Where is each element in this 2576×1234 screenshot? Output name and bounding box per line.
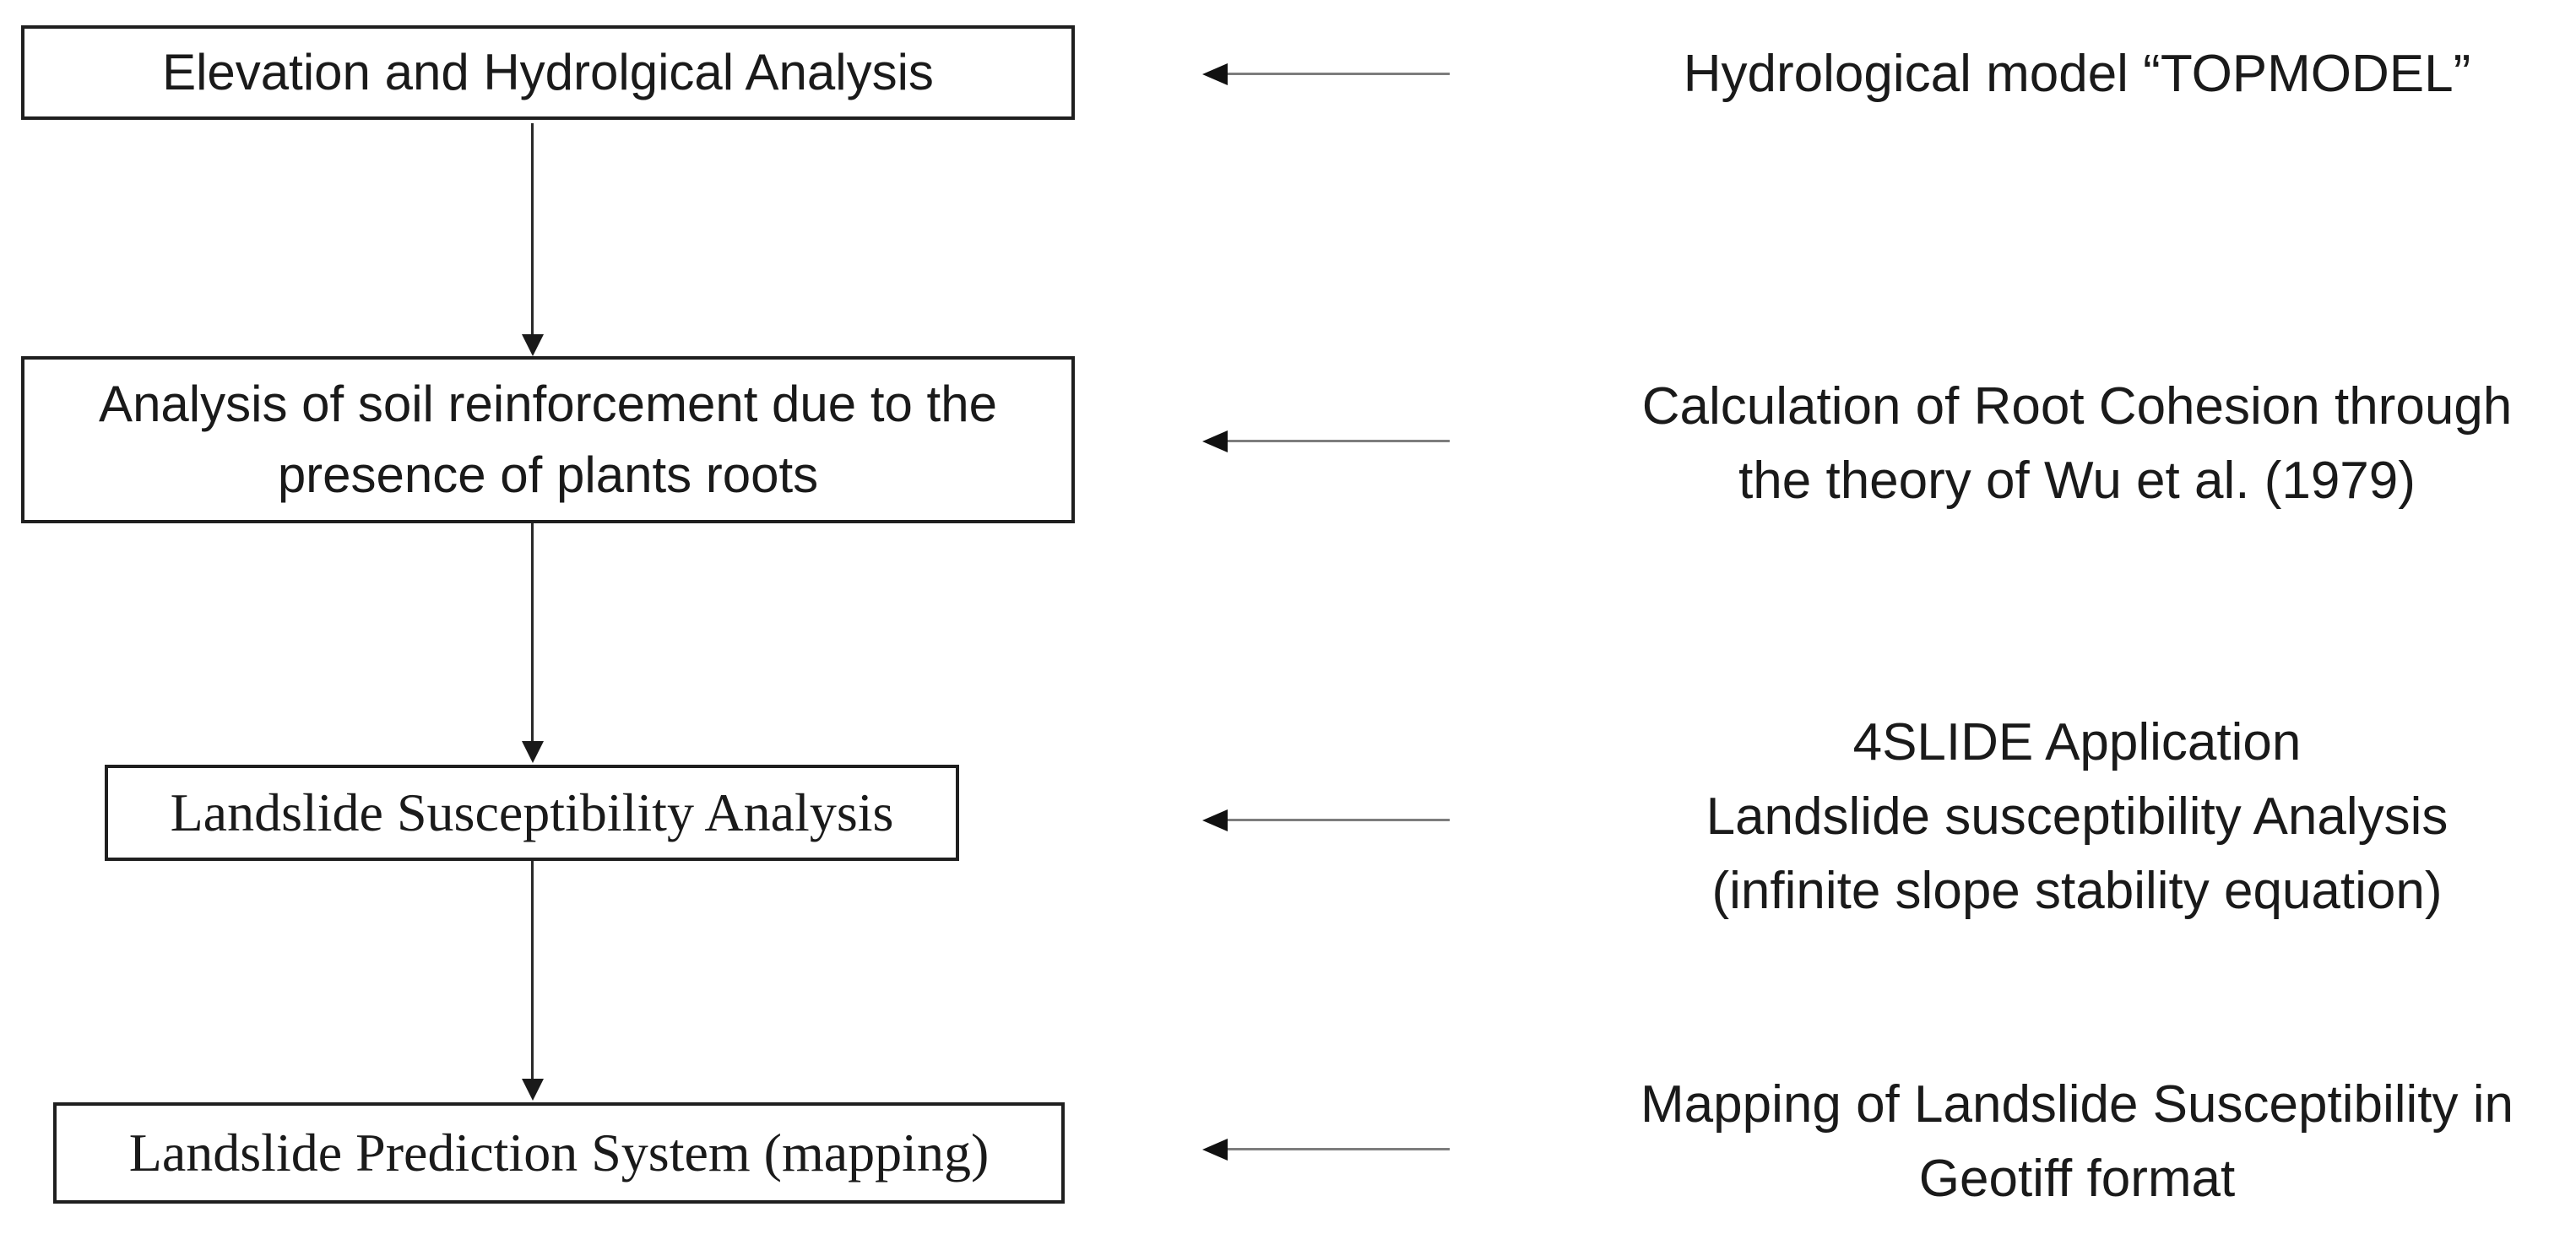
annotation-line: (infinite slope stability equation) [1711,862,2443,920]
connector-line-2 [531,523,534,741]
annotation-line: the theory of Wu et al. (1979) [1738,452,2416,510]
arrow-shaft [1226,73,1450,75]
annotation-line: Hydrological model “TOPMODEL” [1683,45,2471,103]
arrow-shaft [1226,819,1450,821]
annotation-root-cohesion: Calculation of Root Cohesion through the… [1554,370,2576,518]
connector-line-1 [531,123,534,336]
flow-box-label: Landslide Prediction System (mapping) [128,1123,990,1183]
flow-box-label: presence of plants roots [277,447,819,503]
arrow-left-icon [1202,63,1228,85]
flow-box-label: Landslide Susceptibility Analysis [170,782,894,842]
annotation-4slide-application: 4SLIDE Application Landslide susceptibil… [1554,706,2576,928]
flow-box-label: Elevation and Hydrolgical Analysis [162,44,934,100]
annotation-line: Landslide susceptibility Analysis [1706,787,2449,846]
arrow-left-icon [1202,430,1228,452]
arrow-shaft [1226,440,1450,442]
flow-box-soil-reinforcement-analysis: Analysis of soil reinforcement due to th… [21,356,1075,523]
arrow-left-icon [1202,809,1228,831]
annotation-line: Calculation of Root Cohesion through [1641,377,2513,436]
flow-box-landslide-prediction-system: Landslide Prediction System (mapping) [53,1102,1065,1204]
arrow-down-icon [522,334,544,356]
flow-box-label: Analysis of soil reinforcement due to th… [99,376,997,432]
annotation-geotiff-mapping: Mapping of Landslide Susceptibility in G… [1554,1068,2576,1216]
arrow-left-icon [1202,1139,1228,1161]
arrow-down-icon [522,741,544,763]
arrow-down-icon [522,1079,544,1101]
flow-box-landslide-susceptibility-analysis: Landslide Susceptibility Analysis [105,765,959,861]
connector-line-3 [531,861,534,1079]
annotation-line: Mapping of Landslide Susceptibility in [1641,1075,2514,1134]
arrow-shaft [1226,1148,1450,1150]
flow-box-elevation-hydrological-analysis: Elevation and Hydrolgical Analysis [21,25,1075,120]
annotation-line: Geotiff format [1918,1150,2236,1208]
annotation-line: 4SLIDE Application [1852,713,2302,771]
annotation-topmodel: Hydrological model “TOPMODEL” [1554,37,2576,111]
